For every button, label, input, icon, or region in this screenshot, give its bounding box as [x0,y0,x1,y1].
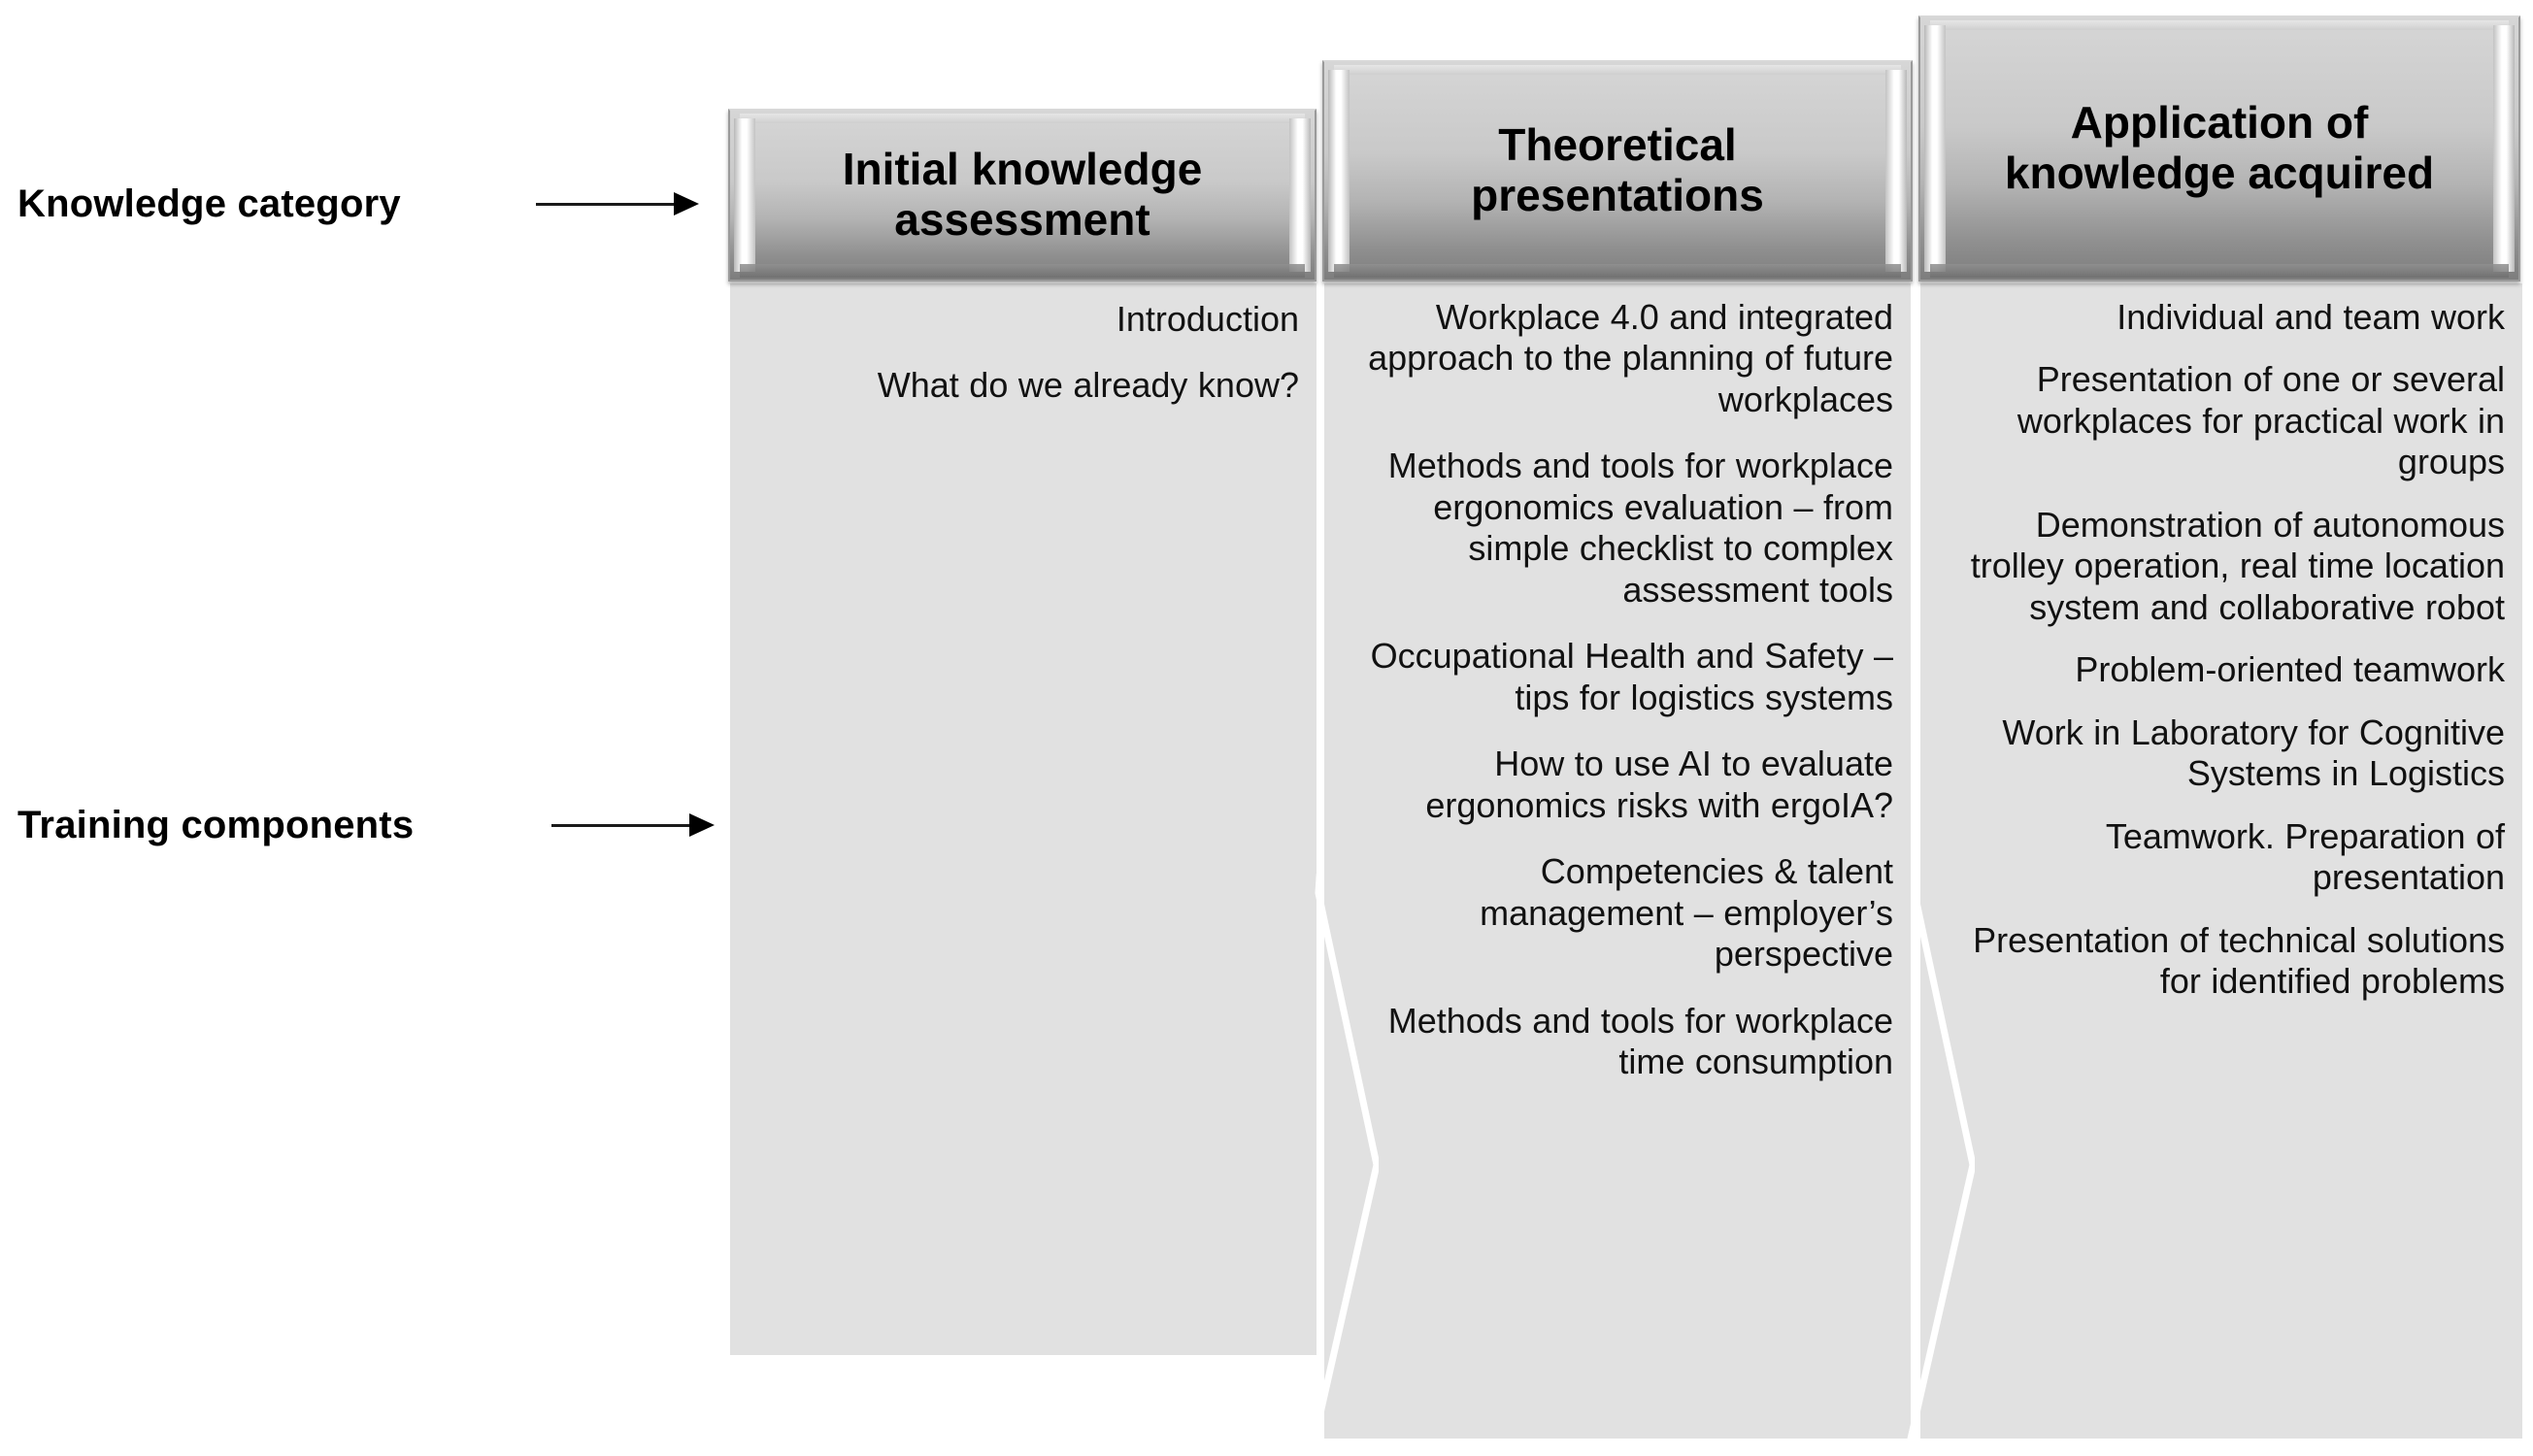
list-item: Individual and team work [2116,297,2505,337]
list-item: Problem-oriented teamwork [2075,649,2505,690]
header-bevel-bottom [1334,264,1901,278]
row-label-training-components: Training components [17,804,415,846]
list-item: Competencies & talent management – emplo… [1480,851,1893,975]
header-bevel-bottom [740,264,1305,278]
list-item: What do we already know? [877,365,1299,406]
list-item: How to use AI to evaluate ergonomics ris… [1425,744,1893,825]
column-body-theoretical-presentations: Workplace 4.0 and integrated approach to… [1324,283,1911,1439]
column-body-initial-knowledge-assessment: Introduction What do we already know? [730,283,1316,1355]
header-bevel-left [1328,70,1350,272]
column-header-label: Application of knowledge acquired [2004,97,2435,198]
right-arrow-icon-training-components [551,806,715,844]
header-bevel-top [1930,20,2509,30]
header-bevel-right [2493,25,2515,272]
column-header-theoretical-presentations[interactable]: Theoretical presentations [1322,60,1913,281]
header-bevel-top [1334,65,1901,75]
header-bevel-top [740,114,1305,123]
right-arrow-icon-knowledge-category [536,184,699,223]
header-bevel-right [1289,118,1311,272]
list-item: Occupational Health and Safety – tips fo… [1370,636,1893,717]
column-item-list: Individual and team work Presentation of… [1920,297,2522,1024]
column-header-initial-knowledge-assessment[interactable]: Initial knowledge assessment [728,109,1316,281]
row-label-knowledge-category: Knowledge category [17,182,401,225]
header-bevel-right [1885,70,1907,272]
arrow-head [689,813,715,837]
list-item: Methods and tools for workplace ergonomi… [1387,446,1893,610]
list-item: Workplace 4.0 and integrated approach to… [1368,297,1893,419]
list-item: Presentation of technical solutions for … [1973,919,2505,1002]
list-item: Teamwork. Preparation of presentation [2105,815,2505,898]
list-item: Work in Laboratory for Cognitive Systems… [2002,711,2505,794]
column-item-list: Workplace 4.0 and integrated approach to… [1324,297,1911,1109]
header-bevel-bottom [1930,264,2509,278]
column-header-application-of-knowledge-acquired[interactable]: Application of knowledge acquired [1918,16,2520,281]
header-bevel-left [734,118,755,272]
column-header-label: Initial knowledge assessment [842,144,1203,245]
list-item: Presentation of one or several workplace… [2016,359,2505,482]
column-header-label: Theoretical presentations [1471,119,1764,220]
arrow-shaft [551,824,689,827]
arrow-head [674,192,699,215]
list-item: Demonstration of autonomous trolley oper… [1970,504,2505,627]
column-body-application-of-knowledge-acquired: Individual and team work Presentation of… [1920,283,2522,1439]
list-item: Introduction [1116,299,1299,339]
arrow-shaft [536,203,674,206]
header-bevel-left [1924,25,1946,272]
list-item: Methods and tools for workplace time con… [1387,1000,1893,1082]
column-item-list: Introduction What do we already know? [730,299,1316,432]
